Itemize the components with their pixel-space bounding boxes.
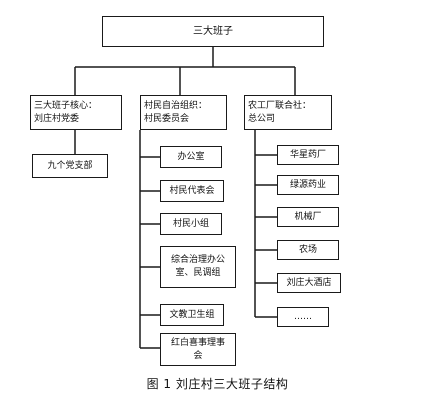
node-culture-health-label: 文教卫生组 [169, 309, 215, 320]
node-root: 三大班子 [102, 16, 324, 47]
node-machinery-factory-label: 机械厂 [294, 211, 322, 222]
node-huaxing-pharma-label: 华星药厂 [289, 149, 326, 160]
node-culture-health: 文教卫生组 [160, 304, 224, 326]
node-company-label: 农工厂联合社： 总公司 [248, 100, 312, 124]
node-farm-label: 农场 [298, 244, 317, 255]
node-liuzhuang-hotel-label: 刘庄大酒店 [286, 277, 332, 288]
node-farm: 农场 [277, 240, 339, 260]
node-office-label: 办公室 [177, 151, 205, 162]
node-villager-reps: 村民代表会 [160, 180, 224, 202]
node-party-branches: 九个党支部 [32, 154, 108, 178]
node-villager-reps-label: 村民代表会 [169, 185, 215, 196]
node-governance-office-label: 综合治理办公 室、民调组 [170, 255, 225, 278]
node-office: 办公室 [160, 146, 222, 168]
node-party-committee-label: 三大班子核心： 刘庄村党委 [34, 100, 98, 124]
node-root-label: 三大班子 [193, 26, 233, 37]
node-liuzhuang-hotel: 刘庄大酒店 [277, 273, 341, 293]
node-huaxing-pharma: 华星药厂 [277, 145, 339, 165]
node-governance-office: 综合治理办公 室、民调组 [160, 246, 236, 288]
node-machinery-factory: 机械厂 [277, 207, 339, 227]
node-villager-groups: 村民小组 [160, 213, 222, 235]
node-more-enterprises-label: …… [294, 311, 312, 322]
node-lvyuan-pharma-label: 绿源药业 [289, 179, 326, 190]
node-party-committee: 三大班子核心： 刘庄村党委 [30, 95, 122, 130]
node-more-enterprises: …… [277, 307, 329, 327]
node-villagers-committee: 村民自治组织： 村民委员会 [140, 95, 227, 130]
node-ceremony-council-label: 红白喜事理事 会 [170, 337, 225, 361]
node-villager-groups-label: 村民小组 [172, 218, 209, 229]
node-ceremony-council: 红白喜事理事 会 [160, 333, 236, 366]
node-party-branches-label: 九个党支部 [47, 160, 93, 171]
node-lvyuan-pharma: 绿源药业 [277, 175, 339, 195]
figure-caption: 图 1 刘庄村三大班子结构 [146, 377, 289, 391]
node-company: 农工厂联合社： 总公司 [244, 95, 332, 130]
node-villagers-committee-label: 村民自治组织： 村民委员会 [144, 100, 208, 124]
